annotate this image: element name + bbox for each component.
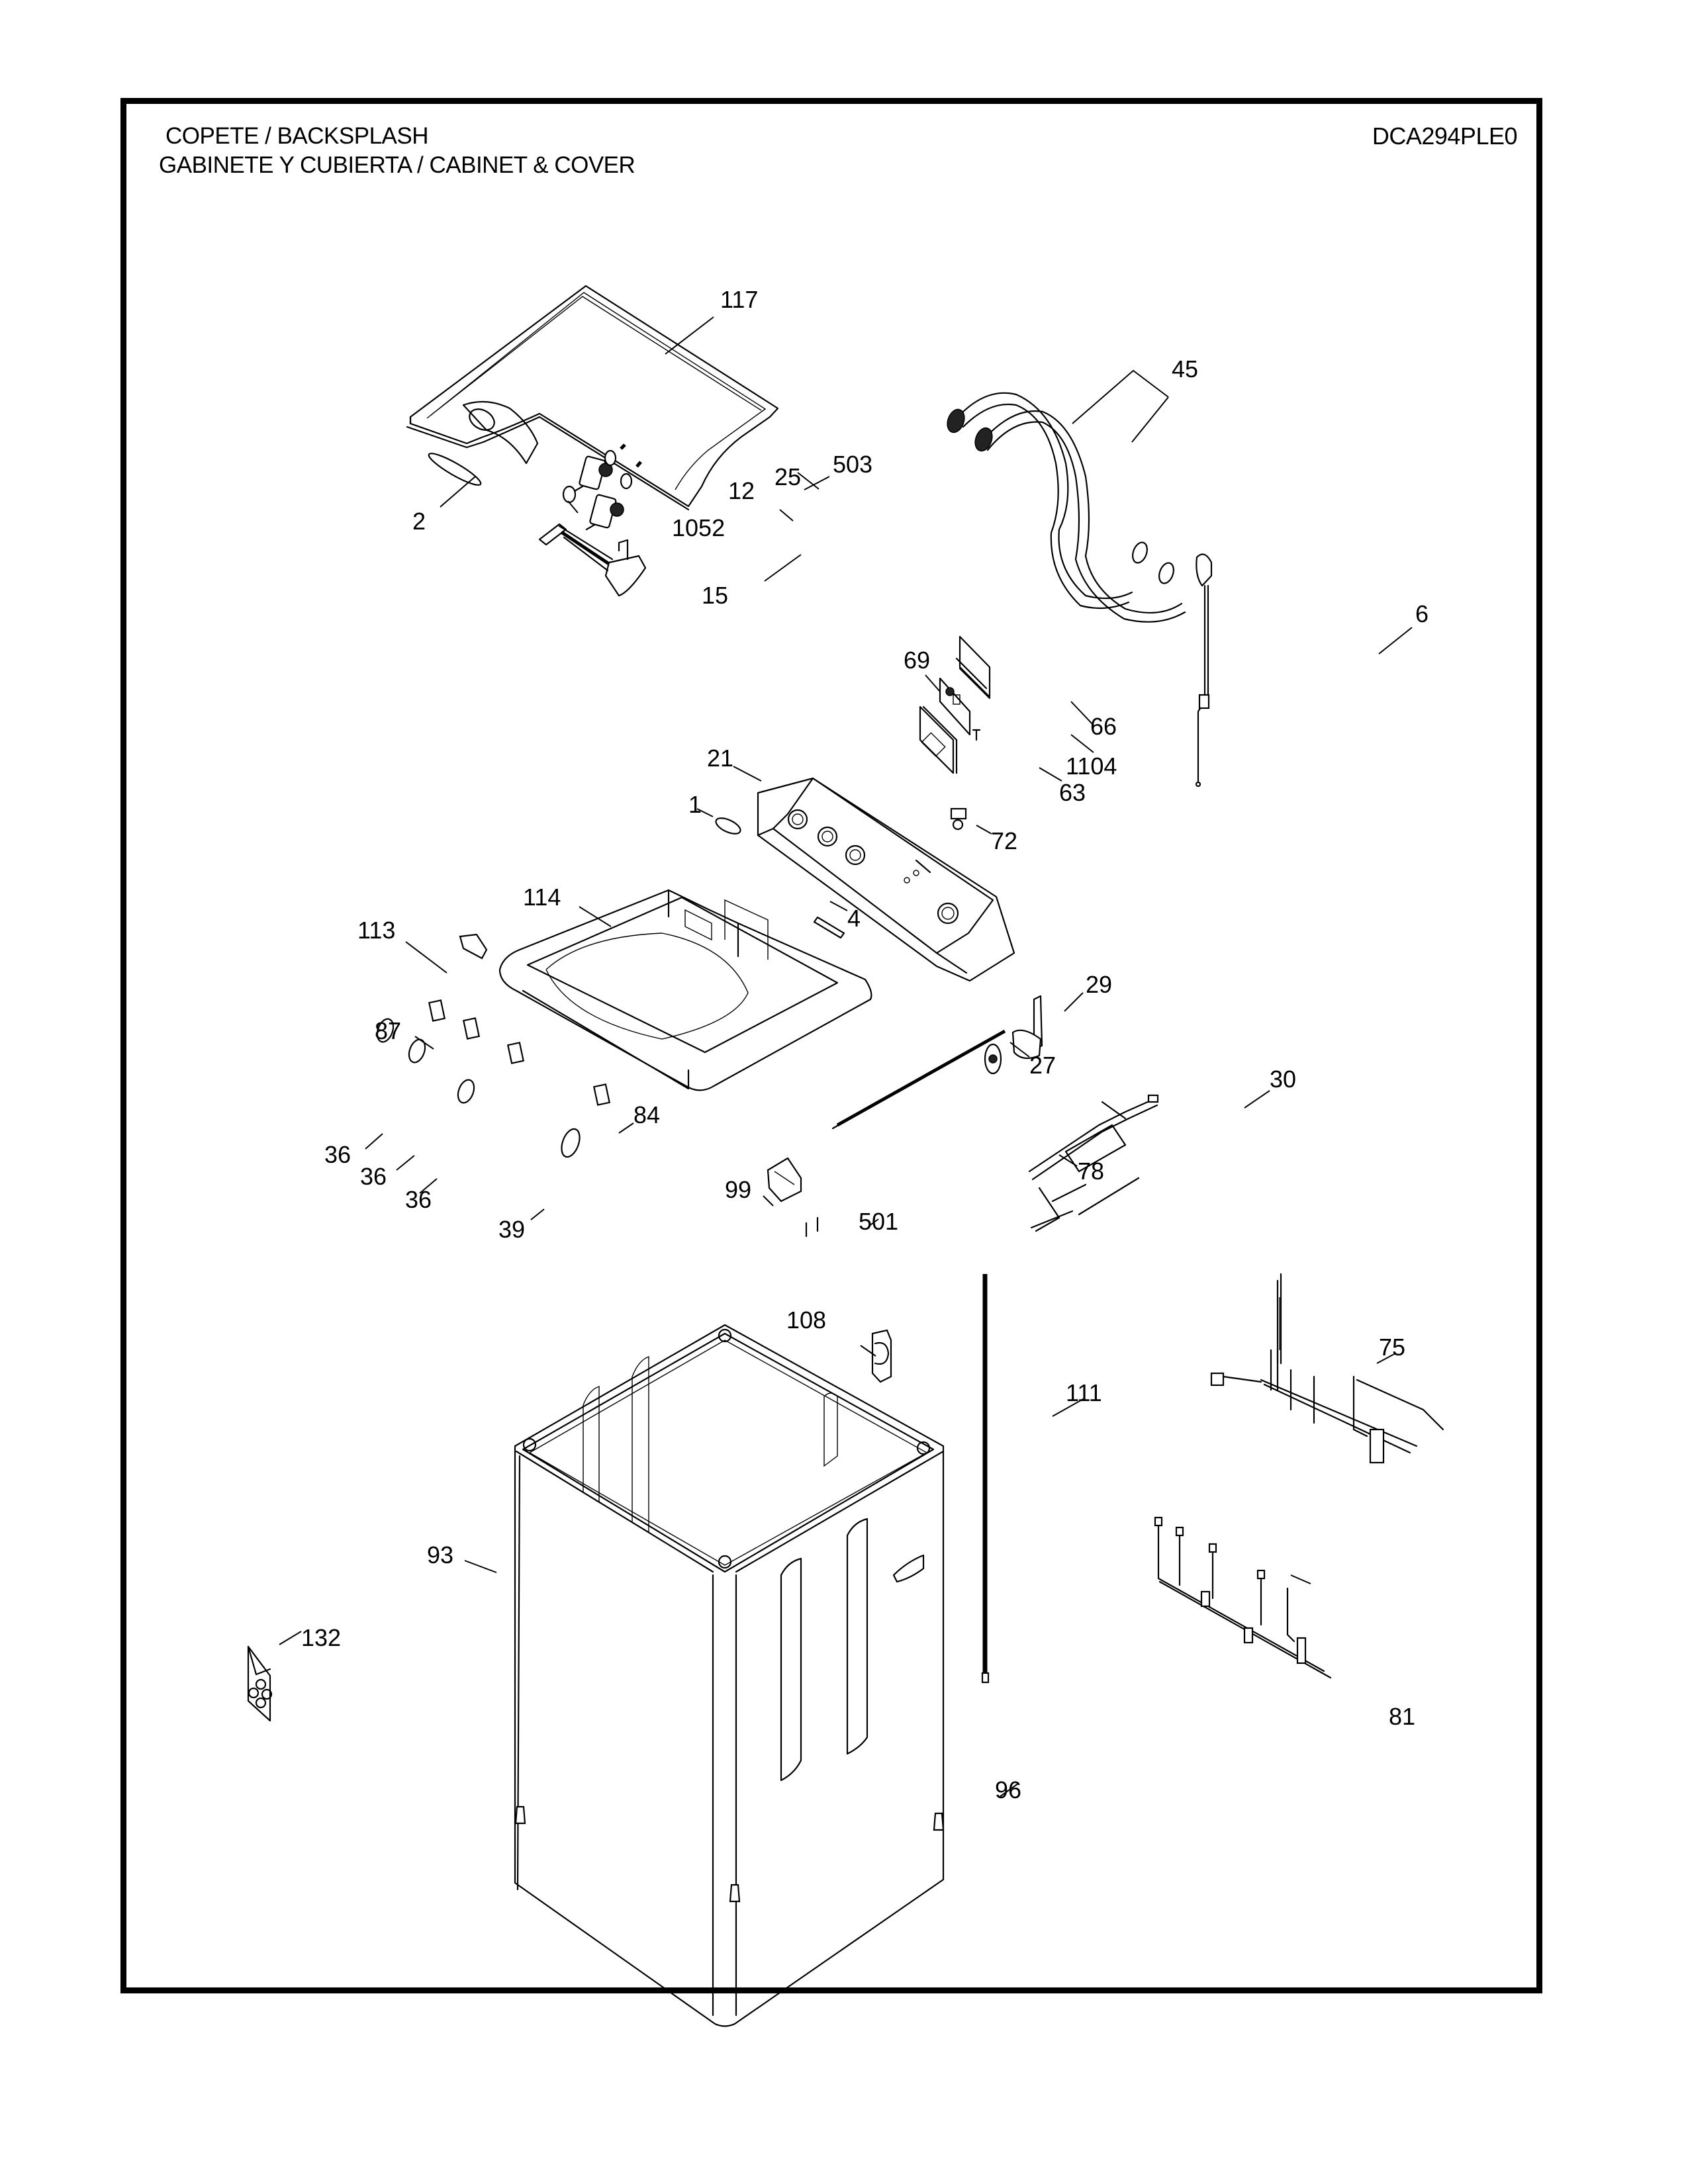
part-cabinet (514, 1324, 945, 2027)
callout-labels: 117 45 2 25 503 12 1052 15 6 69 66 1104 … (301, 286, 1429, 1803)
callout-1: 1 (688, 791, 702, 818)
part-drain-hose (981, 1274, 990, 1684)
callout-36-b: 36 (360, 1163, 387, 1190)
part-top-cover (406, 285, 779, 511)
part-power-cord (1195, 553, 1213, 788)
callout-113: 113 (357, 917, 395, 944)
part-inlet-hose-assembly (538, 523, 647, 597)
part-inlet-hoses (947, 392, 1186, 623)
callout-63: 63 (1059, 779, 1086, 806)
callout-99: 99 (725, 1176, 751, 1203)
part-clamp-ring (562, 485, 577, 504)
part-switch-72 (950, 807, 967, 831)
callout-75: 75 (1379, 1334, 1405, 1361)
callout-36-a: 36 (324, 1141, 351, 1168)
part-pressure-switch (984, 1043, 1002, 1075)
part-knobs (376, 1018, 581, 1158)
part-corner-bracket (871, 1329, 892, 1383)
part-pressure-tube (831, 1029, 1006, 1130)
callout-503: 503 (833, 451, 872, 478)
callout-84: 84 (633, 1101, 660, 1128)
part-screw-1104 (972, 729, 981, 741)
part-board-housing (919, 705, 958, 774)
callout-6: 6 (1415, 600, 1429, 627)
callout-29: 29 (1086, 971, 1112, 998)
callout-501: 501 (859, 1208, 898, 1235)
part-leveling-feet (514, 1805, 945, 1903)
callout-72: 72 (991, 827, 1017, 854)
callout-1104: 1104 (1066, 752, 1117, 780)
part-lid-lock (767, 1157, 802, 1203)
part-selector-switches (428, 999, 611, 1106)
callout-1052: 1052 (672, 514, 725, 541)
section-title-cabinet-cover: GABINETE Y CUBIERTA / CABINET & COVER (159, 152, 635, 178)
callout-30: 30 (1270, 1066, 1296, 1093)
callout-93: 93 (427, 1541, 453, 1569)
part-hose-clamps (604, 449, 633, 490)
part-wire-harness-main (1210, 1273, 1444, 1464)
callout-2: 2 (412, 508, 426, 535)
callout-21: 21 (707, 745, 733, 772)
callout-leader-lines (279, 316, 1413, 1797)
part-screws-501 (805, 1216, 819, 1238)
callout-96: 96 (995, 1776, 1021, 1803)
callout-132: 132 (301, 1624, 341, 1651)
callout-111: 111 (1066, 1379, 1102, 1406)
part-board-bracket (955, 635, 991, 700)
callout-66: 66 (1090, 713, 1117, 740)
part-label-plate (813, 916, 845, 939)
callout-87: 87 (375, 1017, 401, 1044)
callout-114: 114 (523, 884, 561, 911)
part-knob-insert (715, 817, 741, 835)
callout-36-c: 36 (405, 1186, 432, 1213)
part-top-frame (498, 889, 872, 1091)
callout-4: 4 (847, 905, 861, 932)
callout-69: 69 (904, 647, 930, 674)
callout-12: 12 (728, 477, 755, 504)
part-control-panel (757, 777, 1015, 982)
part-wire-harness-lower (1154, 1516, 1332, 1679)
callout-39: 39 (498, 1216, 525, 1243)
callout-81: 81 (1389, 1703, 1415, 1730)
part-leveling-feet-kit (247, 1645, 273, 1722)
callout-108: 108 (786, 1306, 826, 1334)
model-number: DCA294PLE0 (1372, 122, 1518, 150)
callout-15: 15 (702, 582, 728, 609)
part-pressure-switch-bracket (1011, 995, 1043, 1060)
part-water-inlet-valves (573, 455, 624, 531)
diagram-border (120, 98, 1542, 1993)
section-title-backsplash: COPETE / BACKSPLASH (165, 123, 429, 149)
part-lid-switch-actuator (459, 933, 488, 960)
callout-25: 25 (774, 463, 801, 490)
part-screws-503 (620, 443, 642, 468)
callout-27: 27 (1029, 1052, 1056, 1079)
part-control-board (939, 677, 971, 736)
callout-45: 45 (1172, 355, 1198, 383)
callout-117: 117 (720, 286, 758, 313)
callout-78: 78 (1078, 1158, 1104, 1185)
